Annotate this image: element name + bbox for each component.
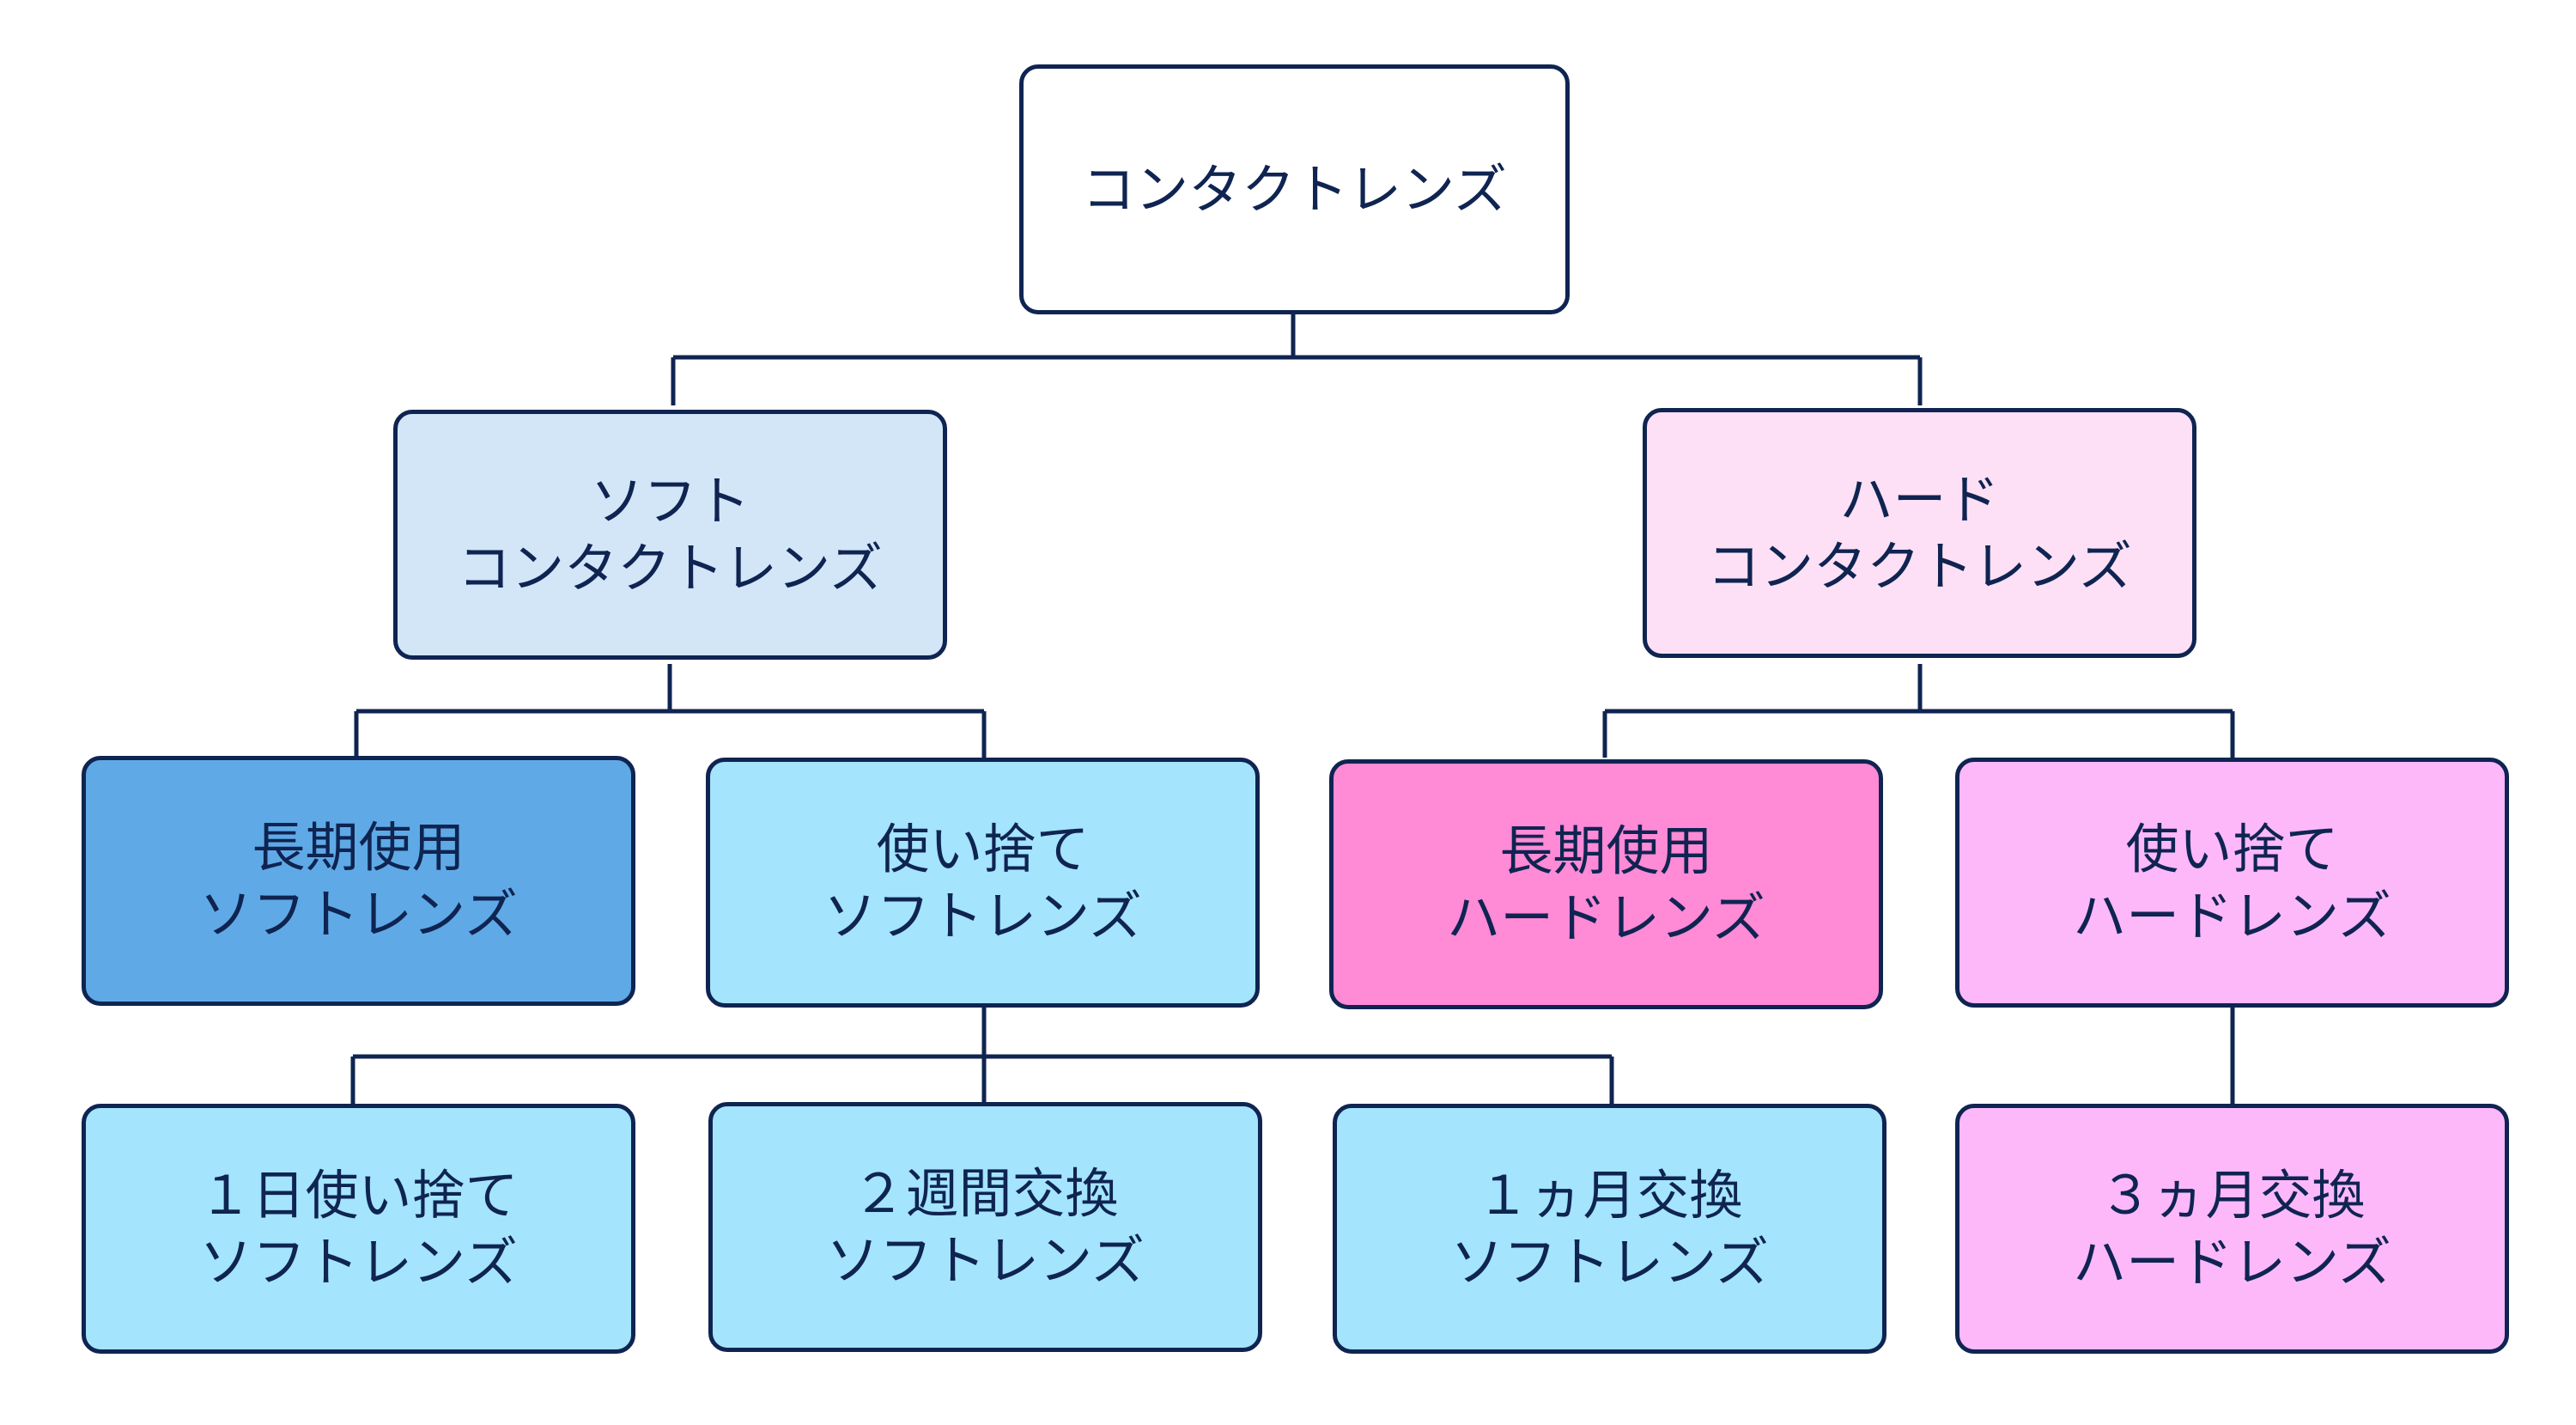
node-label-line2: ソフトレンズ [823, 884, 1142, 947]
connector-soft-disposable-to-types [350, 1007, 1614, 1104]
node-label-line1: １日使い捨て [198, 1163, 519, 1227]
node-label-line1: １ヵ月交換 [1476, 1163, 1743, 1227]
connector-hard-to-children [1602, 664, 2235, 758]
node-label-line2: ハードレンズ [1447, 886, 1765, 949]
node-label-line1: 長期使用 [252, 815, 465, 879]
node-hard-disposable: 使い捨て ハードレンズ [1955, 758, 2509, 1008]
node-hard-longterm: 長期使用 ハードレンズ [1329, 759, 1883, 1009]
node-label-line2: ハードレンズ [2073, 1230, 2391, 1294]
node-soft-1month-replacement: １ヵ月交換 ソフトレンズ [1333, 1104, 1886, 1354]
node-label-line1: 使い捨て [876, 817, 1090, 880]
node-soft-disposable: 使い捨て ソフトレンズ [706, 758, 1260, 1008]
node-label-line1: ハード [1839, 467, 2000, 531]
node-soft-longterm: 長期使用 ソフトレンズ [82, 756, 635, 1006]
node-label-line2: ソフトレンズ [826, 1228, 1145, 1292]
connector-soft-to-children [354, 664, 987, 758]
node-label-line2: コンタクトレンズ [1707, 534, 2132, 598]
connector-root-to-soft-hard [671, 314, 1923, 405]
node-label-line1: ２週間交換 [852, 1161, 1119, 1225]
node-soft-contact-lens: ソフト コンタクトレンズ [393, 410, 947, 660]
node-label-line1: 長期使用 [1499, 819, 1713, 882]
node-label-line2: ソフトレンズ [199, 1230, 518, 1294]
node-label-line2: コンタクトレンズ [458, 536, 883, 600]
node-hard-3month-replacement: ３ヵ月交換 ハードレンズ [1955, 1104, 2509, 1354]
node-label-line1: ソフト [590, 469, 750, 533]
node-label-line1: 使い捨て [2125, 817, 2339, 880]
node-label-line1: ３ヵ月交換 [2099, 1163, 2366, 1227]
node-soft-daily-disposable: １日使い捨て ソフトレンズ [82, 1104, 635, 1354]
node-label-line2: ハードレンズ [2073, 884, 2391, 947]
node-hard-contact-lens: ハード コンタクトレンズ [1643, 408, 2196, 658]
node-contact-lens-root: コンタクトレンズ [1019, 64, 1570, 314]
node-label-line2: ソフトレンズ [199, 882, 518, 946]
node-label: コンタクトレンズ [1082, 157, 1507, 221]
node-soft-2week-replacement: ２週間交換 ソフトレンズ [708, 1102, 1262, 1352]
node-label-line2: ソフトレンズ [1450, 1230, 1769, 1294]
